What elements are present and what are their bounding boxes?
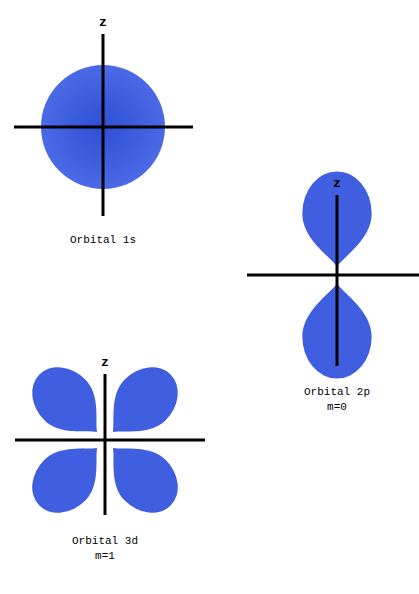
orbital-caption: Orbital 1s bbox=[70, 234, 136, 247]
x-axis bbox=[14, 126, 193, 129]
axis-label: z bbox=[99, 16, 107, 29]
axis-label: z bbox=[333, 177, 341, 190]
z-axis bbox=[102, 34, 105, 216]
orbital-caption: Orbital 2p bbox=[304, 386, 370, 399]
z-axis bbox=[104, 374, 107, 515]
x-axis bbox=[247, 274, 419, 277]
quantum-number: m=1 bbox=[95, 550, 115, 563]
quantum-number: m=0 bbox=[327, 401, 347, 414]
orbital-caption: Orbital 3d bbox=[72, 535, 138, 548]
z-axis bbox=[336, 195, 339, 366]
x-axis bbox=[15, 439, 205, 442]
axis-label: z bbox=[101, 356, 109, 369]
